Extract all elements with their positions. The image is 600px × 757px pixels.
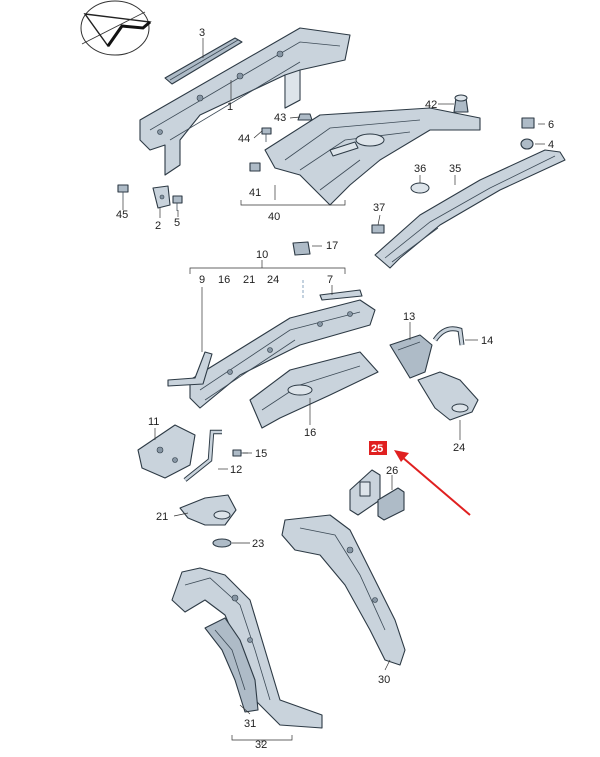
callout-2: 2: [155, 220, 161, 232]
callout-16: 16: [304, 427, 316, 439]
floor-panel-16-part: [249, 351, 379, 429]
callout-35: 35: [449, 163, 461, 175]
reinforcement-31-part: [204, 617, 259, 713]
seal-12-part: [183, 429, 222, 482]
callout-45: 45: [116, 209, 128, 221]
callout-36: 36: [414, 163, 426, 175]
callout-26: 26: [386, 465, 398, 477]
clip-17-part: [292, 241, 311, 256]
callout-labels: 3 1 45 2 5 43 44 41 40 42 6 4 36 35 37 1…: [116, 27, 554, 751]
callout-24-top: 24: [267, 274, 279, 286]
callout-43: 43: [274, 112, 286, 124]
cover-plate-26-part: [377, 487, 405, 521]
reinforcement-plate-25-part: [349, 469, 381, 516]
callout-23: 23: [252, 538, 264, 550]
callout-10: 10: [256, 249, 268, 261]
callout-3: 3: [199, 27, 205, 39]
clip-part: [249, 162, 261, 172]
highlight-box: [369, 441, 387, 455]
inner-wheel-arch-32-part: [171, 567, 323, 729]
callout-5: 5: [174, 217, 180, 229]
callout-21-top: 21: [243, 274, 255, 286]
callout-13: 13: [403, 311, 415, 323]
sill-trim-part: [374, 149, 566, 269]
seal-14-part: [432, 326, 465, 346]
checkmark-logo-icon: [80, 0, 152, 56]
callout-1: 1: [227, 101, 233, 113]
callout-30: 30: [378, 674, 390, 686]
callout-44: 44: [238, 133, 250, 145]
nut-43-part: [297, 113, 313, 121]
plug-42-part: [453, 94, 469, 113]
rear-panel-assembly-part: [189, 299, 376, 409]
callout-32: 32: [255, 739, 267, 751]
rear-cross-member-part: [139, 27, 351, 176]
wheelhouse-outer-30-part: [281, 514, 406, 666]
leader-lines: [122, 38, 545, 745]
callout-15: 15: [255, 448, 267, 460]
callout-31: 31: [244, 718, 256, 730]
callout-14: 14: [481, 335, 493, 347]
panel-11-part: [137, 424, 196, 479]
screw-part: [172, 195, 183, 211]
callout-12: 12: [230, 464, 242, 476]
clip-6-part: [521, 117, 535, 129]
callout-6: 6: [548, 119, 554, 131]
bracket-13-part: [389, 334, 433, 379]
boot-floor-cover-part: [264, 107, 481, 206]
trim-strip-part: [164, 37, 243, 85]
callout-40: 40: [268, 211, 280, 223]
bolt-part: [117, 184, 129, 200]
callout-21: 21: [156, 511, 168, 523]
callout-7: 7: [327, 274, 333, 286]
callout-37: 37: [373, 202, 385, 214]
grommet-4-part: [520, 138, 534, 150]
callout-4: 4: [548, 139, 554, 151]
callout-41: 41: [249, 187, 261, 199]
callout-42: 42: [425, 99, 437, 111]
cap-23-part: [212, 538, 232, 548]
callout-17: 17: [326, 240, 338, 252]
callout-11: 11: [148, 416, 159, 428]
clip-37-part: [371, 224, 385, 234]
callout-25: 25: [371, 443, 383, 455]
bracket-21-part: [179, 494, 237, 526]
callout-16-top: 16: [218, 274, 230, 286]
wheelhouse-panel-24-part: [417, 371, 479, 421]
bracket-7-part: [319, 289, 363, 301]
bolt-44-part: [261, 127, 272, 142]
callout-24: 24: [453, 442, 465, 454]
highlight-arrow: [394, 450, 471, 516]
rear-bracket-9-part: [167, 351, 213, 387]
bracket-part: [152, 185, 171, 209]
plug-36-part: [410, 182, 430, 194]
callout-9: 9: [199, 274, 205, 286]
